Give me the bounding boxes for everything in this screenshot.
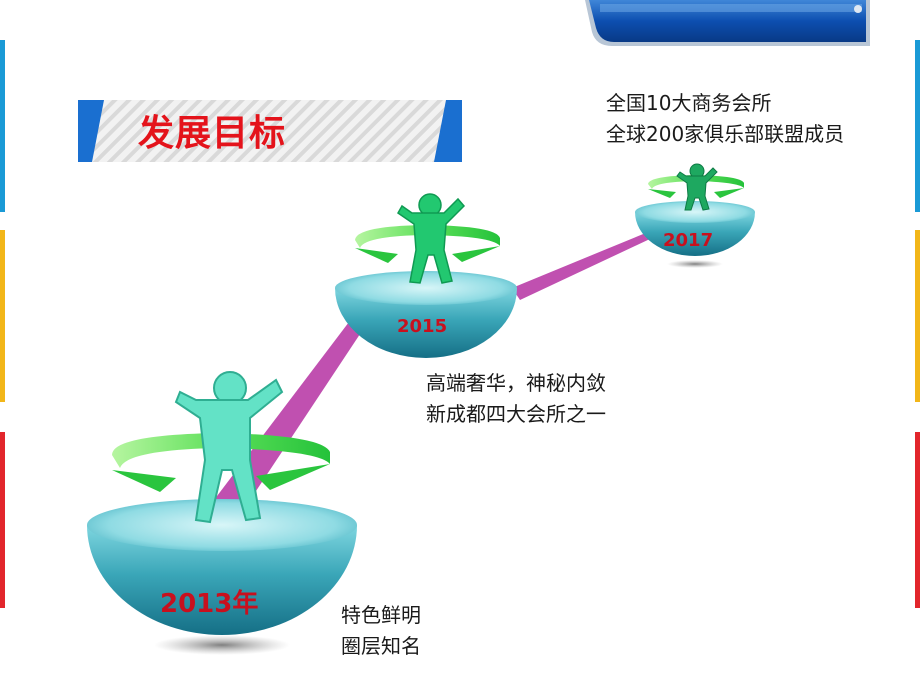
rotate-arrows-2017 — [648, 175, 744, 198]
title-banner — [78, 100, 462, 162]
page-title: 发展目标 — [138, 113, 287, 154]
connector-2013-2015 — [214, 318, 368, 500]
milestone-2017-line-2: 全球200家俱乐部联盟成员 — [606, 122, 845, 146]
left-accent-bar-yellow — [0, 230, 5, 402]
milestone-2013-line-2: 圈层知名 — [341, 634, 421, 658]
milestone-2015-line-2: 新成都四大会所之一 — [426, 402, 606, 426]
platform-2013 — [87, 499, 357, 655]
right-accent-bar-red — [915, 432, 920, 608]
year-label-2013: 2013年 — [160, 589, 259, 619]
rotate-arrows-2013 — [112, 433, 330, 492]
year-label-2015: 2015 — [397, 316, 448, 337]
milestone-2017-line-1: 全国10大商务会所 — [606, 91, 772, 115]
rotate-arrows-2015 — [355, 225, 500, 263]
milestone-description-2015: 高端奢华，神秘内敛 新成都四大会所之一 — [426, 368, 606, 430]
person-figure-2017 — [676, 163, 718, 211]
person-figure-2015 — [397, 193, 466, 284]
year-label-2017: 2017 — [663, 230, 714, 251]
milestone-2015-line-1: 高端奢华，神秘内敛 — [426, 371, 606, 395]
milestone-description-2017: 全国10大商务会所 全球200家俱乐部联盟成员 — [606, 88, 844, 150]
milestone-description-2013: 特色鲜明 圈层知名 — [341, 600, 421, 662]
platform-2015 — [335, 271, 517, 358]
person-figure-2013 — [174, 371, 284, 524]
right-accent-bar-blue — [915, 40, 920, 212]
milestone-2013-line-1: 特色鲜明 — [341, 603, 421, 627]
left-accent-bar-red — [0, 432, 5, 608]
left-accent-bar-blue — [0, 40, 5, 212]
header-tab — [585, 0, 870, 46]
platform-2017 — [635, 201, 755, 268]
right-accent-bar-yellow — [915, 230, 920, 402]
connector-2015-2017 — [512, 232, 652, 300]
